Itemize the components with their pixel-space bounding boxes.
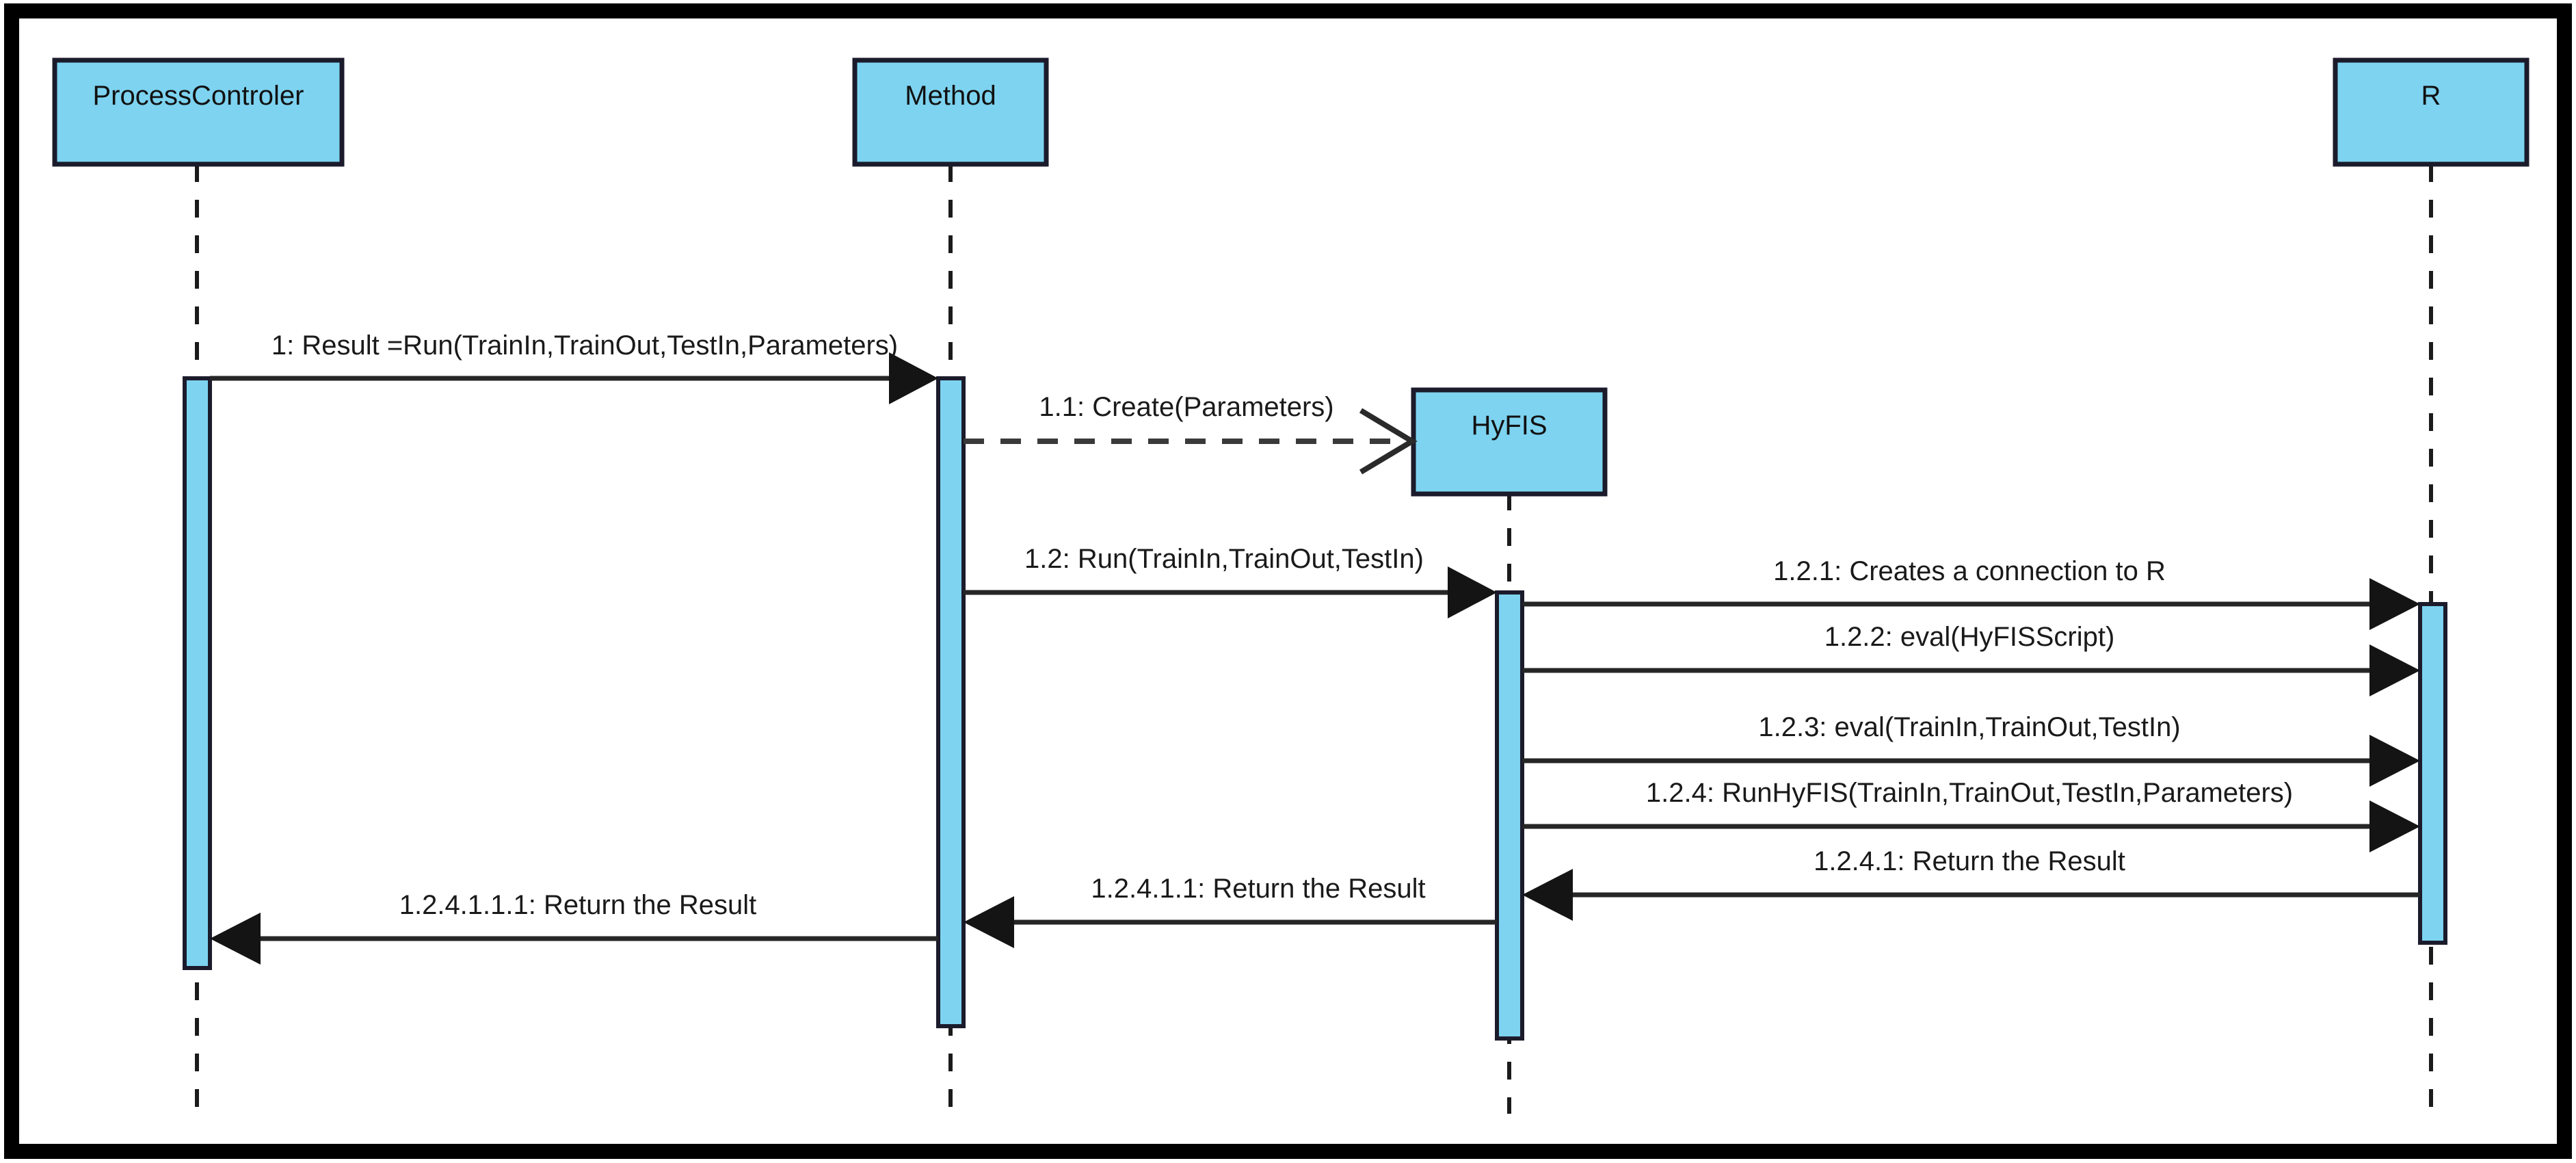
participant-hyfis[interactable]: HyFIS: [1411, 387, 1608, 497]
message-1-2-4[interactable]: 1.2.4: RunHyFIS(TrainIn,TrainOut,TestIn,…: [1522, 778, 2420, 852]
message-arrowhead-1: [889, 352, 938, 404]
message-1[interactable]: 1: Result =Run(TrainIn,TrainOut,TestIn,P…: [210, 330, 938, 404]
participant-r[interactable]: R: [2333, 57, 2529, 167]
message-arrowhead-1-2-2: [2369, 644, 2420, 696]
activation-bar-method: [936, 376, 966, 1028]
message-1-2[interactable]: 1.2: Run(TrainIn,TrainOut,TestIn): [964, 544, 1497, 618]
message-label-1-2-4: 1.2.4: RunHyFIS(TrainIn,TrainOut,TestIn,…: [1646, 778, 2293, 808]
participant-label-processcontroler: ProcessControler: [92, 81, 304, 111]
message-1-2-3[interactable]: 1.2.3: eval(TrainIn,TrainOut,TestIn): [1522, 712, 2420, 787]
participant-label-method: Method: [905, 81, 996, 111]
message-label-1: 1: Result =Run(TrainIn,TrainOut,TestIn,P…: [271, 330, 898, 361]
message-label-1-2-4-1: 1.2.4.1: Return the Result: [1814, 846, 2125, 876]
participant-box-processcontroler: [52, 57, 345, 167]
message-1-2-4-1-1[interactable]: 1.2.4.1.1: Return the Result: [964, 874, 1497, 948]
activation-bar-hyfis: [1495, 590, 1524, 1041]
message-arrowhead-1-2: [1448, 566, 1497, 618]
message-label-1-2-1: 1.2.1: Creates a connection to R: [1773, 556, 2166, 586]
participant-processcontroler[interactable]: ProcessControler: [52, 57, 345, 167]
message-label-1-2-2: 1.2.2: eval(HyFISScript): [1824, 622, 2115, 652]
message-label-1-2-3: 1.2.3: eval(TrainIn,TrainOut,TestIn): [1758, 712, 2180, 742]
message-1-2-4-1[interactable]: 1.2.4.1: Return the Result: [1522, 846, 2420, 921]
activation-bar-processcontroler: [183, 376, 212, 970]
diagram-frame-border: [4, 3, 2572, 1159]
message-arrowhead-1-1: [1359, 408, 1418, 475]
participant-box-method: [852, 57, 1049, 167]
message-arrowhead-1-2-1: [2369, 578, 2420, 630]
message-label-1-1: 1.1: Create(Parameters): [1039, 392, 1333, 422]
message-arrowhead-1-2-4: [2369, 800, 2420, 852]
message-1-2-4-1-1-1[interactable]: 1.2.4.1.1.1: Return the Result: [210, 890, 938, 965]
message-label-1-2-4-1-1-1: 1.2.4.1.1.1: Return the Result: [399, 890, 757, 920]
participant-label-r: R: [2421, 81, 2441, 111]
participant-box-r: [2333, 57, 2529, 167]
message-label-1-2: 1.2: Run(TrainIn,TrainOut,TestIn): [1024, 544, 1424, 574]
message-arrowhead-1-2-4-1: [1522, 869, 1573, 921]
message-arrowhead-1-2-4-1-1: [964, 896, 1014, 948]
message-1-1[interactable]: 1.1: Create(Parameters): [964, 392, 1418, 475]
participant-label-hyfis: HyFIS: [1471, 410, 1547, 441]
activation-bar-r: [2418, 602, 2447, 945]
message-arrowhead-1-2-4-1-1-1: [210, 913, 261, 965]
participant-method[interactable]: Method: [852, 57, 1049, 167]
message-arrowhead-1-2-3: [2369, 735, 2420, 787]
message-label-1-2-4-1-1: 1.2.4.1.1: Return the Result: [1091, 874, 1425, 904]
message-1-2-1[interactable]: 1.2.1: Creates a connection to R: [1522, 556, 2420, 630]
message-1-2-2[interactable]: 1.2.2: eval(HyFISScript): [1522, 622, 2420, 696]
participant-box-hyfis: [1411, 387, 1608, 497]
